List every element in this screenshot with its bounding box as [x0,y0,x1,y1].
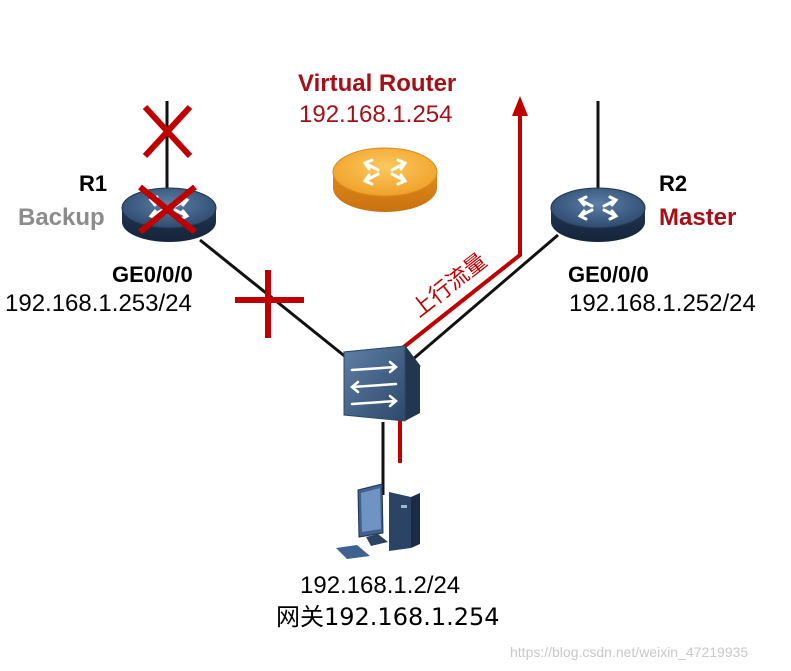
switch-icon [343,345,421,422]
r1-router-fail-cross-icon [138,184,197,235]
r2-ip: 192.168.1.252/24 [569,290,756,317]
r1-link-cut-mark-icon [235,270,304,338]
r1-name: R1 [79,171,108,196]
pc-icon [336,483,420,559]
virtual-router-title: Virtual Router [298,70,457,97]
r2-name: R2 [659,171,688,196]
r2-router-icon [550,187,646,242]
traffic-arrow-head [512,96,528,116]
r1-uplink-fail-cross-icon [142,104,193,159]
virtual-router-icon [332,147,438,212]
virtual-router-ip: 192.168.1.254 [299,101,453,128]
failure-marks [138,104,304,338]
r2-interface: GE0/0/0 [568,262,649,287]
r2-role-label: Master [659,204,737,231]
link-r2-switch [411,233,559,362]
watermark: https://blog.csdn.net/weixin_47219935 [510,644,749,660]
r1-router-icon [121,187,217,242]
host-ip: 192.168.1.2/24 [300,572,461,599]
host-gateway: 网关192.168.1.254 [276,603,500,631]
r1-role-label: Backup [18,204,105,231]
r1-interface: GE0/0/0 [112,262,193,287]
r1-ip: 192.168.1.253/24 [5,290,192,317]
